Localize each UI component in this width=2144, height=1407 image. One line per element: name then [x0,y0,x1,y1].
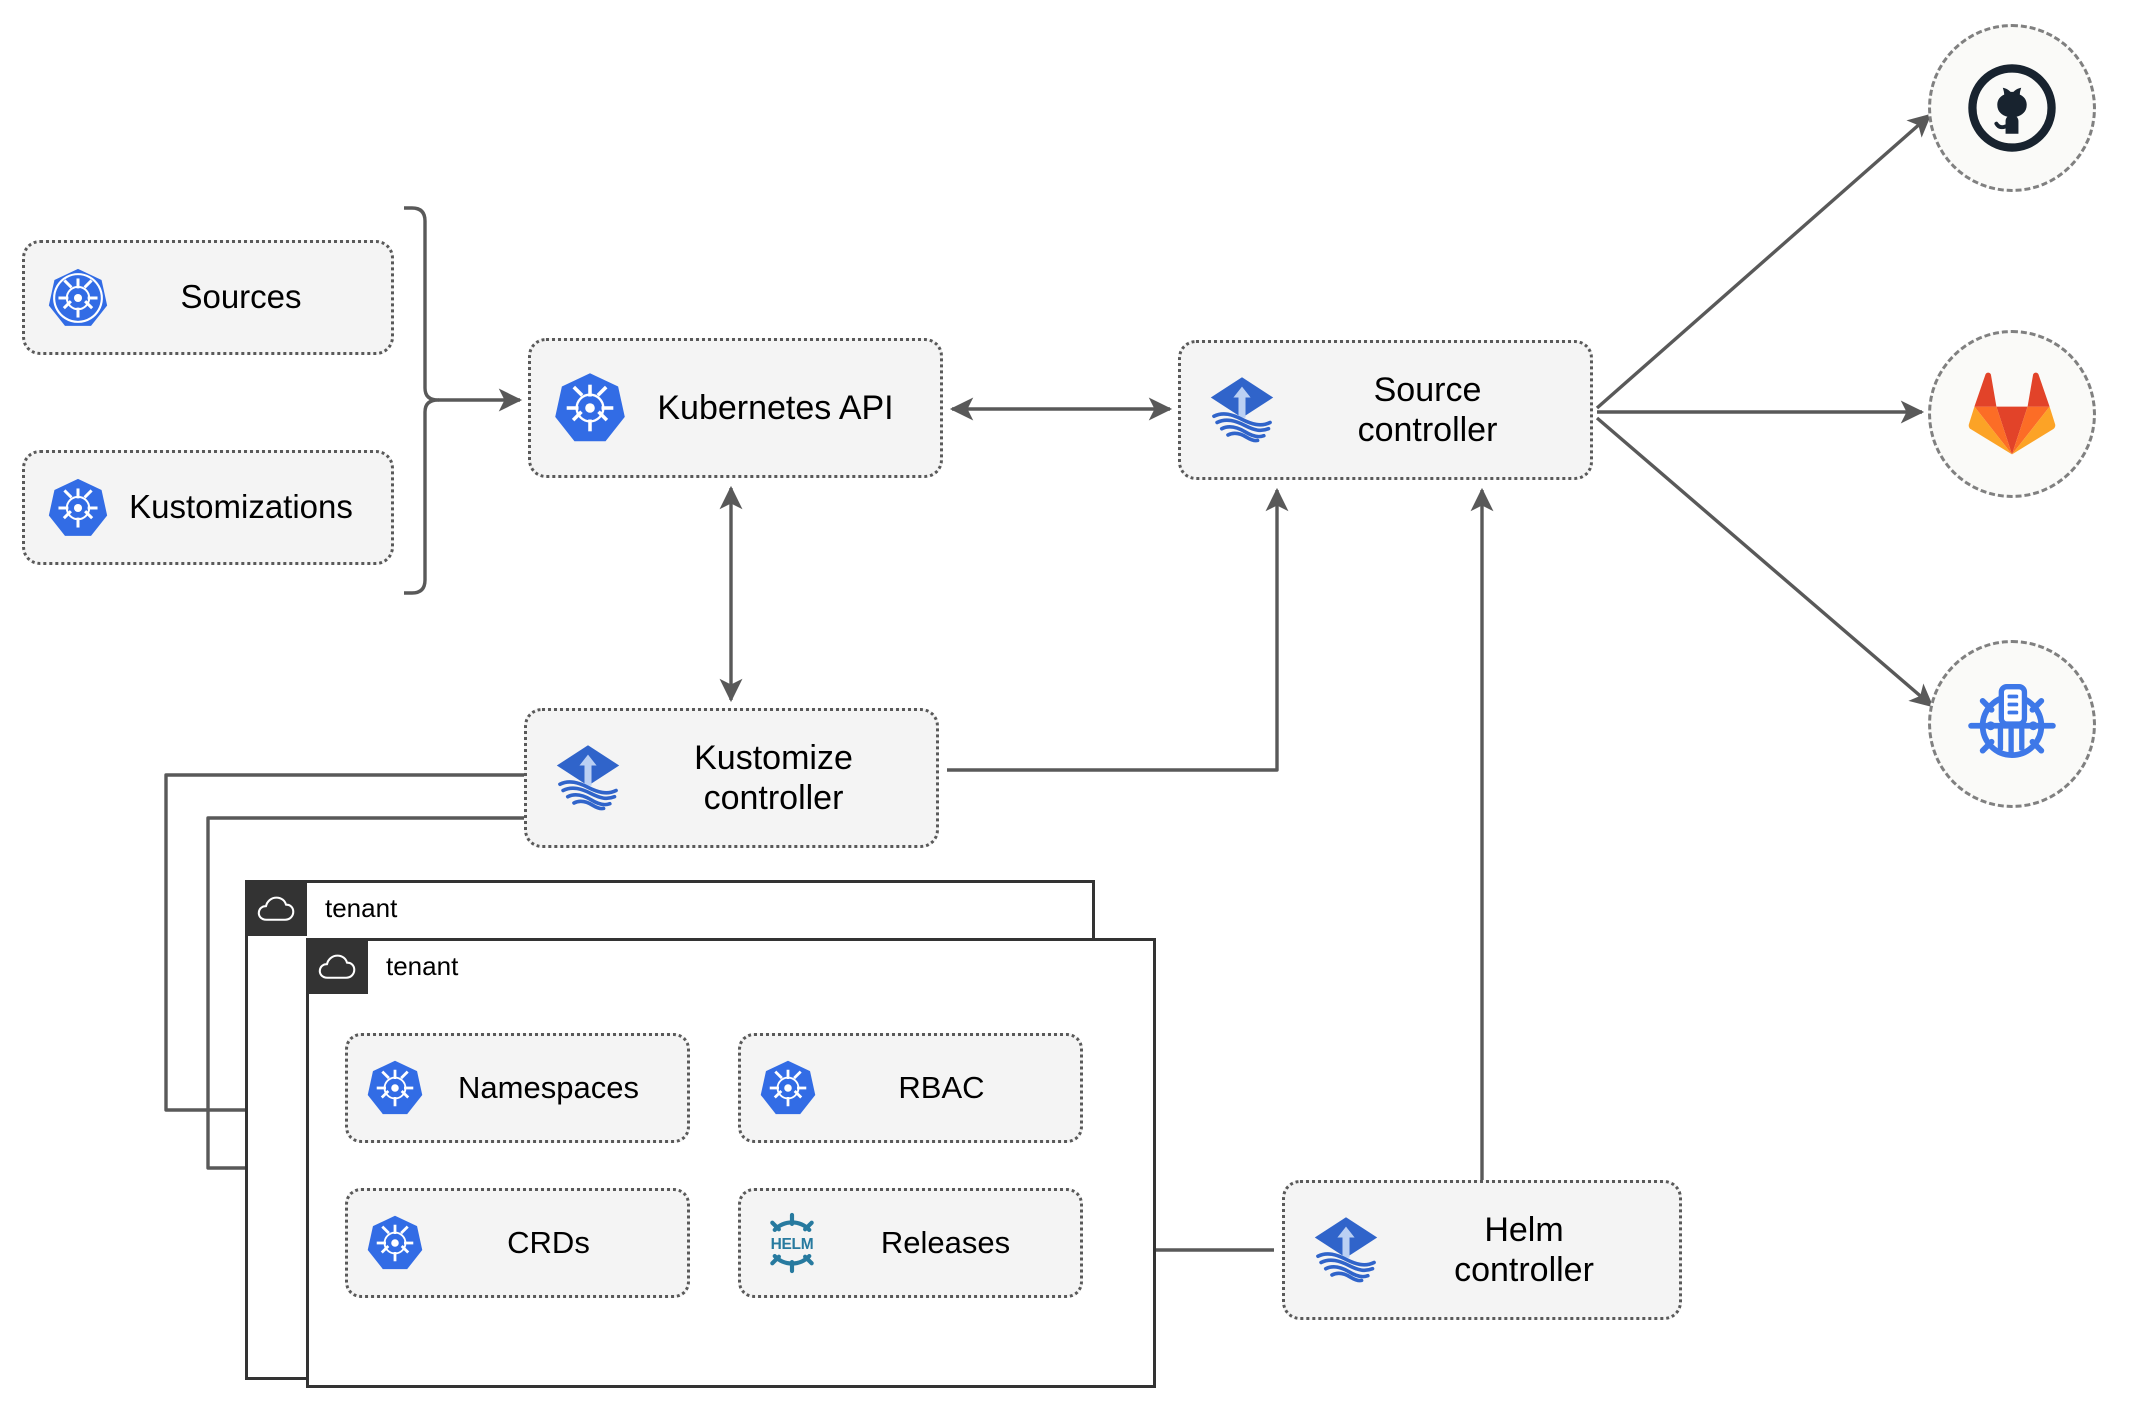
kubernetes-icon [47,477,109,539]
tenant-label: tenant [325,892,398,923]
node-label: Kustomize controller [694,738,853,817]
node-label: Kustomizations [129,488,353,526]
github-icon [1966,62,2058,154]
node-label: Helm controller [1454,1210,1594,1289]
node-helm-controller[interactable]: Helm controller [1282,1180,1682,1320]
node-kubernetes-api[interactable]: Kubernetes API [528,338,943,478]
resource-label: CRDs [507,1225,590,1260]
edge-sources-bracket [404,206,440,595]
node-kustomizations[interactable]: Kustomizations [22,450,394,565]
tenant-container-front[interactable]: tenant [306,938,1156,1388]
node-source-controller[interactable]: Source controller [1178,340,1593,480]
gitlab-icon [1966,370,2058,458]
flux-icon [1307,1211,1385,1289]
resource-card-rbac[interactable]: RBAC [738,1033,1083,1143]
kubernetes-icon [47,267,109,329]
resource-label: RBAC [898,1070,985,1105]
resource-label: Namespaces [458,1070,639,1105]
svg-text:HELM: HELM [771,1236,814,1253]
kubernetes-icon [759,1059,817,1117]
node-label: Source controller [1357,370,1498,449]
tenant-label: tenant [386,950,459,981]
flux-icon [549,739,627,817]
kubernetes-icon [366,1214,424,1272]
node-label: Sources [180,278,302,316]
provider-github[interactable] [1928,24,2096,192]
resource-card-crds[interactable]: CRDs [345,1188,690,1298]
provider-gitlab[interactable] [1928,330,2096,498]
edge-kustomizectrl-to-sourcectrl [947,487,1289,772]
edge-sourcectrl-to-github [1595,113,1932,410]
resource-label: Releases [880,1225,1011,1260]
cloud-icon [306,938,368,994]
flux-icon [1203,371,1281,449]
node-sources[interactable]: Sources [22,240,394,355]
cloud-icon [245,880,307,936]
provider-helm-repository[interactable] [1928,640,2096,808]
helm-icon: HELM [759,1212,825,1274]
node-kustomize-controller[interactable]: Kustomize controller [524,708,939,848]
resource-card-releases[interactable]: HELM Releases [738,1188,1083,1298]
edge-sourcectrl-to-helmrepo [1595,416,1934,708]
tenant-header: tenant [245,880,397,936]
helm-repository-icon [1962,676,2062,772]
node-label: Kubernetes API [657,388,894,427]
kubernetes-icon [366,1059,424,1117]
resource-card-namespaces[interactable]: Namespaces [345,1033,690,1143]
kubernetes-icon [553,371,627,445]
tenant-header: tenant [306,938,458,994]
